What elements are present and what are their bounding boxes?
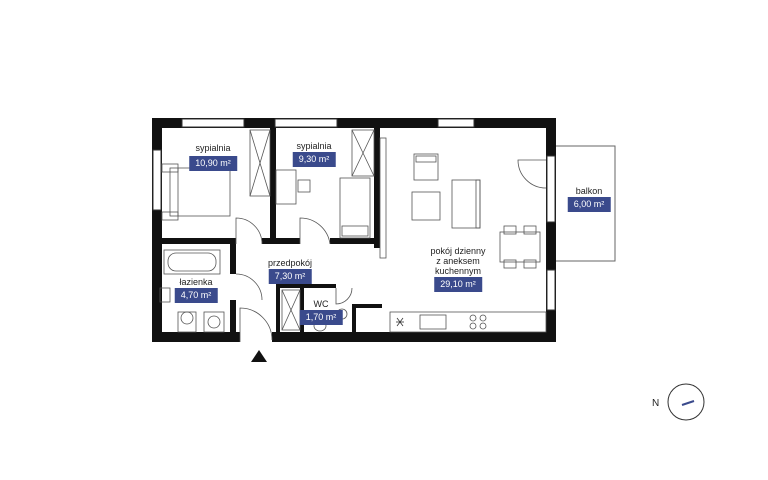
- fridge-icon: [396, 317, 404, 327]
- bathroom-fixtures: [159, 249, 225, 333]
- room-area-wc: 1,70 m²: [299, 310, 343, 325]
- kitchen-counter: [389, 311, 547, 333]
- room-name-wc: WC: [313, 299, 329, 309]
- room-name-sypialnia-1: sypialnia: [195, 143, 231, 153]
- windows: [152, 118, 556, 311]
- room-name-pokoj-dzienny-line3: kuchennym: [434, 266, 482, 276]
- room-area-pokoj-dzienny: 29,10 m²: [434, 277, 482, 292]
- room-area-sypialnia-1: 10,90 m²: [189, 156, 237, 171]
- bedroom-1-furniture: [161, 163, 231, 221]
- room-area-balkon: 6,00 m²: [567, 197, 611, 212]
- room-name-pokoj-dzienny-line2: z aneksem: [436, 256, 480, 266]
- room-name-przedpokoj: przedpokój: [267, 258, 313, 268]
- room-area-lazienka: 4,70 m²: [174, 288, 218, 303]
- room-area-przedpokoj: 7,30 m²: [268, 269, 312, 284]
- entrance-arrow-icon: [251, 350, 267, 362]
- room-name-lazienka: łazienka: [179, 277, 213, 287]
- compass-icon: [667, 383, 705, 421]
- outer-walls: [152, 118, 556, 342]
- living-room-furniture: [379, 137, 541, 269]
- doors: [235, 159, 547, 342]
- interior-walls: [162, 128, 382, 336]
- bedroom-2-furniture: [275, 169, 371, 239]
- compass-north-label: N: [652, 398, 660, 409]
- room-name-sypialnia-2: sypialnia: [296, 141, 332, 151]
- room-name-pokoj-dzienny-line1: pokój dzienny: [430, 246, 486, 256]
- room-area-sypialnia-2: 9,30 m²: [292, 152, 336, 167]
- room-name-balkon: balkon: [575, 186, 603, 196]
